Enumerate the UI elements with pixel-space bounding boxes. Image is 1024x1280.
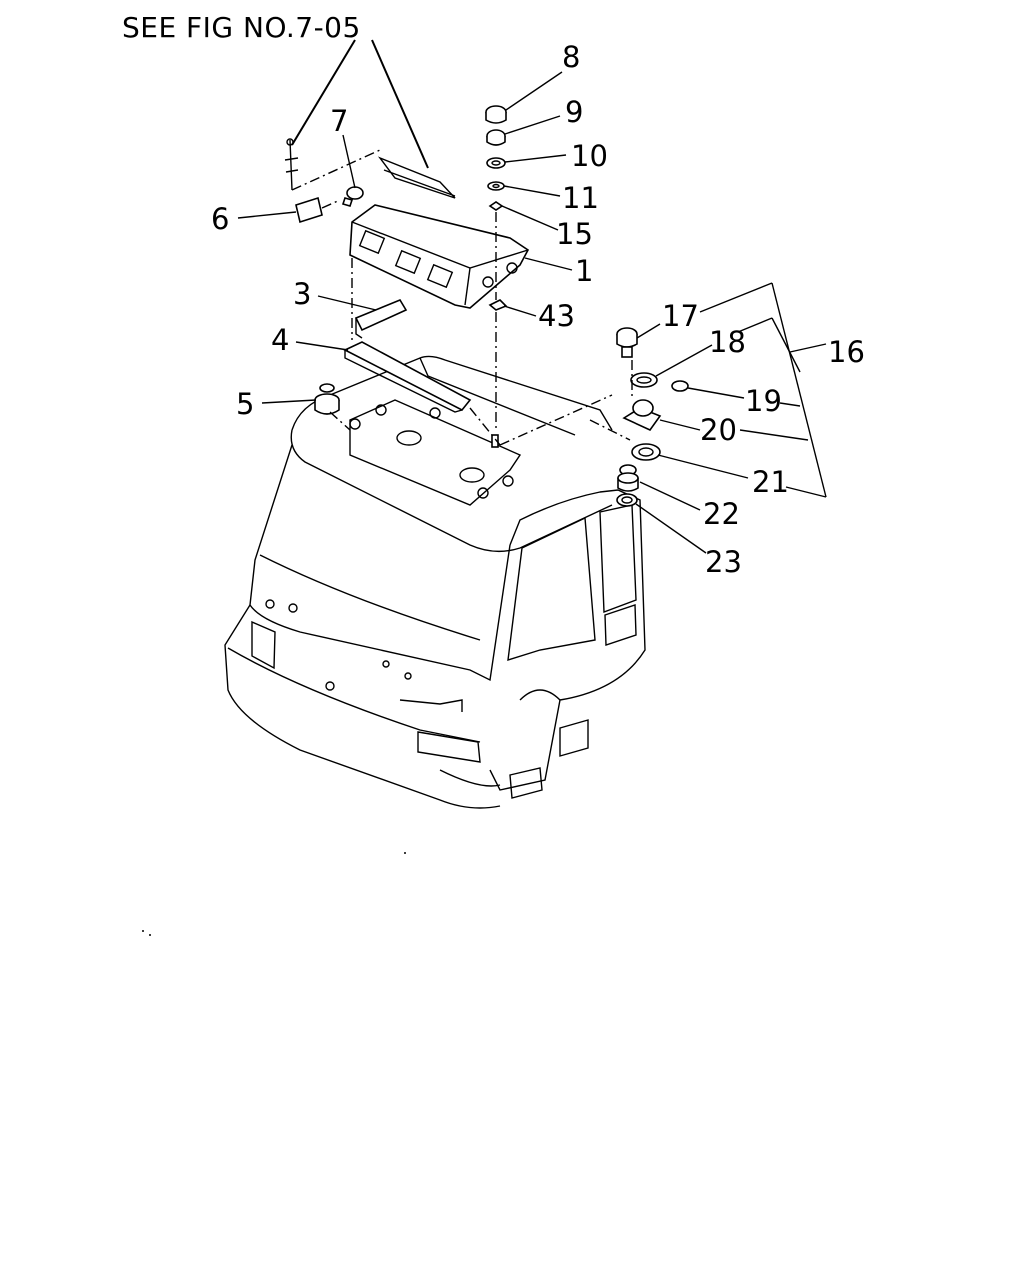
callout-22: 22 xyxy=(703,497,740,531)
callout-16: 16 xyxy=(828,335,865,369)
callout-labels: 8 9 10 11 15 1 7 6 3 43 4 5 17 18 16 19 … xyxy=(211,40,865,579)
callout-7: 7 xyxy=(330,104,348,138)
callout-17: 17 xyxy=(662,299,699,333)
parts-stack-17-23 xyxy=(616,327,689,507)
callout-1: 1 xyxy=(575,254,593,288)
callout-19: 19 xyxy=(745,384,782,418)
part-3-pad xyxy=(354,298,408,339)
callout-43: 43 xyxy=(538,299,575,333)
alignment-lines xyxy=(291,149,633,446)
callout-10: 10 xyxy=(571,139,608,173)
callout-6: 6 xyxy=(211,202,229,236)
callout-3: 3 xyxy=(293,277,311,311)
callout-11: 11 xyxy=(562,181,599,215)
callout-21: 21 xyxy=(752,465,789,499)
callout-20: 20 xyxy=(700,413,737,447)
part-6-cap xyxy=(295,196,323,224)
callout-8: 8 xyxy=(562,40,580,74)
reference-note: SEE FIG NO.7-05 xyxy=(122,11,361,44)
part-7-bolt xyxy=(341,186,364,207)
callout-23: 23 xyxy=(705,545,742,579)
part-5-mount xyxy=(314,383,340,415)
callout-9: 9 xyxy=(565,95,583,129)
callout-18: 18 xyxy=(709,325,746,359)
part-1-cover xyxy=(349,156,530,309)
reference-leaders xyxy=(291,39,429,169)
callout-5: 5 xyxy=(236,387,254,421)
screw-fastener xyxy=(284,138,299,191)
parts-stack-8-15 xyxy=(485,105,508,448)
part-4-bracket xyxy=(343,341,472,413)
cab-body xyxy=(224,355,646,809)
callout-leaders xyxy=(237,71,827,554)
scan-specks xyxy=(142,852,406,936)
callout-4: 4 xyxy=(271,323,289,357)
callout-15: 15 xyxy=(556,217,593,251)
